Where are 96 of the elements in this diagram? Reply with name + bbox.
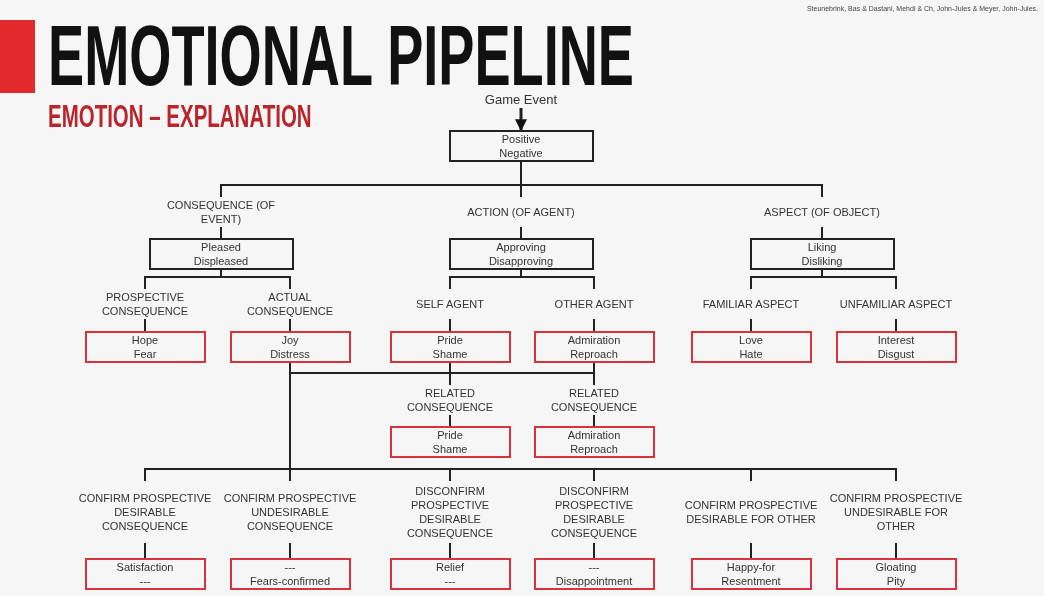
connector-line [593, 318, 595, 332]
category-label: ASPECT (OF OBJECT) [757, 197, 887, 227]
category-label: CONSEQUENCE (OF EVENT) [156, 197, 286, 227]
category-label: PROSPECTIVE CONSEQUENCE [79, 289, 211, 319]
connector-line [144, 542, 146, 559]
box-text: --- [284, 560, 296, 574]
emotion-box [835, 331, 957, 363]
connector-line [449, 362, 451, 386]
connector-line [750, 542, 752, 559]
box-text: Approving [496, 240, 546, 254]
box-text: Interest [877, 333, 915, 347]
box-text: Pride [437, 333, 463, 347]
connector-line [289, 542, 291, 559]
emotion-box [389, 331, 511, 363]
box-text: Reproach [570, 442, 618, 456]
connector-line [520, 226, 522, 239]
emotion-box [690, 558, 812, 590]
arrow [515, 108, 527, 132]
connector-line [449, 318, 451, 332]
connector-line [449, 542, 451, 559]
emotion-box [389, 426, 511, 458]
category-label: RELATED CONSEQUENCE [384, 385, 516, 415]
connector-line [593, 362, 595, 386]
category-label: ACTUAL CONSEQUENCE [224, 289, 356, 319]
box-text: Pity [886, 574, 906, 588]
category-label: CONFIRM PROSPECTIVE UNDESIRABLE CONSEQUENCE [222, 481, 358, 543]
connector-line [821, 226, 823, 239]
box-text: Hate [739, 347, 763, 361]
connector-line [593, 542, 595, 559]
box-text: --- [139, 574, 151, 588]
connector-line [220, 269, 291, 290]
box-text: Disappointment [555, 574, 633, 588]
category-label: SELF AGENT [384, 289, 516, 319]
box-text: Happy-for [726, 560, 776, 574]
category-label: ACTION (OF AGENT) [456, 197, 586, 227]
category-label: CONFIRM PROSPECTIVE DESIRABLE FOR OTHER [683, 481, 819, 543]
connector-line [520, 161, 823, 198]
box-text: --- [588, 560, 600, 574]
connector-line [593, 414, 595, 427]
connector-line [895, 318, 897, 332]
appraisal-box [749, 238, 895, 270]
connector-line [144, 318, 146, 332]
connector-line [895, 542, 897, 559]
connector-line [449, 414, 451, 427]
connector-line [750, 318, 752, 332]
emotion-box [229, 331, 351, 363]
box-text: Fear [133, 347, 157, 361]
appraisal-box [448, 130, 594, 162]
emotion-box [533, 558, 655, 590]
box-text: Reproach [570, 347, 618, 361]
box-text: --- [444, 574, 456, 588]
emotion-box [690, 331, 812, 363]
connector-line [821, 269, 897, 290]
category-label: DISCONFIRM PROSPECTIVE DESIRABLE CONSEQUENCE [526, 481, 662, 543]
subtitle: EMOTION – EXPLANATION [48, 100, 312, 132]
box-text: Pleased [201, 240, 241, 254]
category-label: FAMILIAR ASPECT [685, 289, 817, 319]
emotion-box [835, 558, 957, 590]
connector-line [220, 226, 222, 239]
box-text: Hope [131, 333, 159, 347]
category-label: DISCONFIRM PROSPECTIVE DESIRABLE CONSEQUENCE [382, 481, 518, 543]
box-text: Disapproving [488, 254, 554, 268]
box-text: Liking [807, 240, 837, 254]
emotion-box [533, 426, 655, 458]
appraisal-box [448, 238, 594, 270]
box-text: Disgust [877, 347, 915, 361]
box-text: Joy [281, 333, 299, 347]
connector-line [289, 318, 291, 332]
category-label: CONFIRM PROSPECTIVE UNDESIRABLE FOR OTHER [828, 481, 964, 543]
box-text: Pride [437, 428, 463, 442]
box-text: Admiration [567, 333, 621, 347]
appraisal-box [148, 238, 294, 270]
box-text: Displeased [193, 254, 249, 268]
box-text: Love [739, 333, 763, 347]
category-label: UNFAMILIAR ASPECT [830, 289, 962, 319]
category-label: OTHER AGENT [528, 289, 660, 319]
emotion-box [84, 558, 206, 590]
box-text: Relief [435, 560, 465, 574]
emotion-box [389, 558, 511, 590]
box-text: Gloating [875, 560, 917, 574]
box-text: Satisfaction [116, 560, 174, 574]
box-text: Shame [432, 442, 468, 456]
box-text: Positive [501, 132, 541, 146]
box-text: Shame [432, 347, 468, 361]
box-text: Distress [270, 347, 310, 361]
category-label: RELATED CONSEQUENCE [528, 385, 660, 415]
box-text: Resentment [721, 574, 781, 588]
connector-line [520, 269, 595, 290]
emotion-box [84, 331, 206, 363]
emotion-box [229, 558, 351, 590]
box-text: Disliking [801, 254, 843, 268]
category-label: CONFIRM PROSPECTIVE DESIRABLE CONSEQUENCE [77, 481, 213, 543]
box-text: Admiration [567, 428, 621, 442]
box-text: Negative [499, 146, 543, 160]
box-text: Fears-confirmed [249, 574, 331, 588]
emotion-box [533, 331, 655, 363]
